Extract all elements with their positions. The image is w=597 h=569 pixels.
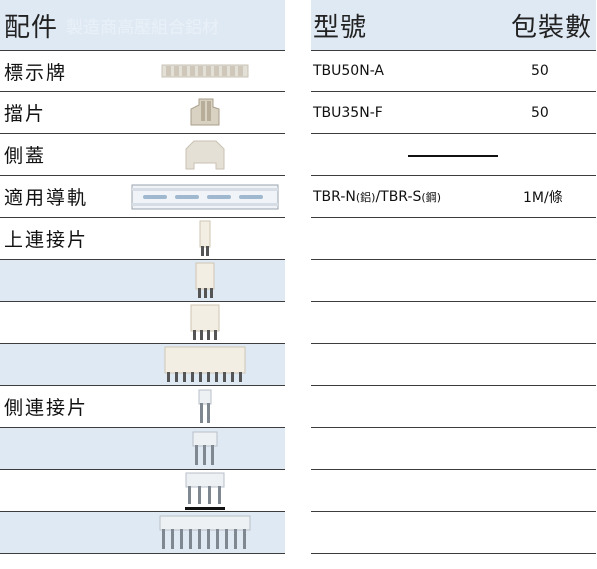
model-steel: /TBR-S (375, 188, 422, 205)
model-row: TBU35N-F 50 (311, 92, 596, 134)
model-row: TBR-N(鋁)/TBR-S(鋼) 1M/條 (311, 176, 596, 218)
accessory-row (0, 512, 285, 554)
quantity-cell: 50 (531, 63, 549, 79)
end-stop-icon (130, 92, 280, 133)
accessory-label: 側蓋 (4, 145, 47, 167)
jumper-10pole-icon (130, 344, 280, 385)
accessory-row (0, 428, 285, 470)
accessories-title: 配件 (4, 12, 59, 43)
accessory-row: 側連接片 (0, 386, 285, 428)
model-cell: TBR-N(鋁)/TBR-S(鋼) (313, 189, 441, 205)
end-cover-icon (130, 134, 280, 175)
model-cell: TBU50N-A (313, 63, 385, 79)
side-jumper-10pole-icon (130, 512, 280, 553)
quantity-cell: 50 (531, 104, 549, 121)
not-applicable-dash (408, 155, 498, 157)
accessory-label: 標示牌 (4, 61, 68, 84)
model-column-title: 型號 (313, 12, 368, 43)
accessory-label: 側連接片 (4, 397, 89, 419)
model-row (311, 512, 596, 554)
material-note-aluminum: (鋁) (355, 190, 376, 204)
accessory-row (0, 260, 285, 302)
model-aluminum: TBR-N (313, 188, 356, 205)
quantity-column-title: 包裝數 (510, 12, 592, 43)
jumper-2pole-icon (130, 218, 280, 259)
material-note-steel: (鋼) (421, 190, 442, 204)
accessories-panel: 配件 製造商高壓組合鋁材 標示牌 擋片 (0, 0, 285, 554)
accessory-row (0, 470, 285, 512)
marker-strip-icon (130, 51, 280, 91)
model-cell: TBU35N-F (313, 104, 383, 121)
model-row (311, 428, 596, 470)
accessory-row (0, 344, 285, 386)
jumper-4pole-icon (130, 302, 280, 343)
model-row (311, 134, 596, 176)
accessory-label: 擋片 (4, 103, 47, 125)
watermark-text: 製造商高壓組合鋁材 (66, 17, 220, 38)
din-rail-icon (130, 176, 280, 217)
side-jumper-2pole-icon (130, 386, 280, 427)
accessory-row: 適用導軌 (0, 176, 285, 218)
model-row (311, 218, 596, 260)
accessory-row (0, 302, 285, 344)
model-header: 型號 包裝數 (311, 0, 596, 50)
accessory-row: 上連接片 (0, 218, 285, 260)
accessories-header: 配件 製造商高壓組合鋁材 (0, 0, 285, 50)
accessory-label: 適用導軌 (4, 187, 89, 209)
side-jumper-3pole-icon (130, 428, 280, 469)
accessory-row: 標示牌 (0, 50, 285, 92)
accessory-row: 擋片 (0, 92, 285, 134)
model-row: TBU50N-A 50 (311, 50, 596, 92)
model-panel: 型號 包裝數 TBU50N-A 50 TBU35N-F 50 TBR-N(鋁)/… (311, 0, 596, 554)
accessory-row: 側蓋 (0, 134, 285, 176)
jumper-3pole-icon (130, 260, 280, 301)
model-row (311, 470, 596, 512)
model-row (311, 302, 596, 344)
accessory-label: 上連接片 (4, 229, 89, 251)
model-row (311, 344, 596, 386)
side-jumper-4pole-icon (130, 470, 280, 511)
model-row (311, 260, 596, 302)
quantity-cell: 1M/條 (523, 189, 563, 206)
model-row (311, 386, 596, 428)
